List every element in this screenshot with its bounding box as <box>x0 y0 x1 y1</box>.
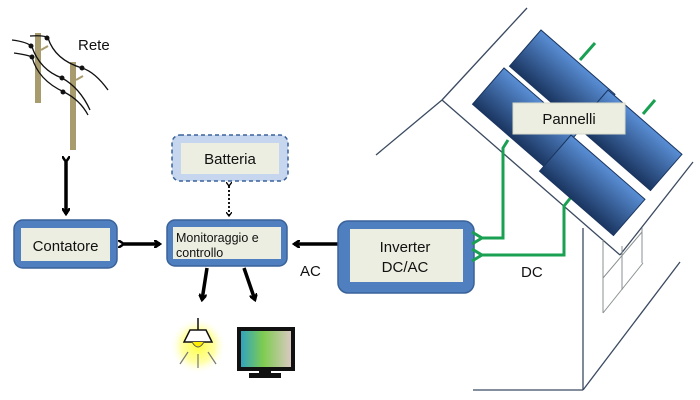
monitor-lamp-link <box>202 267 209 300</box>
meter-label: Contatore <box>33 238 99 255</box>
dc-label: DC <box>521 264 543 281</box>
panels-label-box: Pannelli <box>512 102 626 135</box>
panels-label: Pannelli <box>542 111 595 128</box>
battery-node[interactable]: Batteria <box>171 134 289 182</box>
inverter-node[interactable]: Inverter DC/AC <box>337 220 475 294</box>
monitor-tv-link <box>242 267 255 300</box>
lamp-icon <box>170 318 226 374</box>
monitor-label-line1: Monitoraggio e <box>176 231 259 245</box>
monitor-node[interactable]: Monitoraggio e controllo <box>166 219 288 267</box>
power-pole-icon <box>11 33 109 150</box>
dc-wires <box>482 42 657 255</box>
house-outline <box>375 7 694 391</box>
monitor-label-line2: controllo <box>176 246 223 260</box>
grid-label: Rete <box>78 37 110 54</box>
monitor-icon <box>237 327 295 378</box>
meter-node[interactable]: Contatore <box>13 219 118 269</box>
inverter-label-line1: Inverter <box>380 239 431 256</box>
battery-label: Batteria <box>204 151 256 168</box>
inverter-label-line2: DC/AC <box>382 259 429 276</box>
ac-label: AC <box>300 263 321 280</box>
window-icon <box>602 228 644 314</box>
